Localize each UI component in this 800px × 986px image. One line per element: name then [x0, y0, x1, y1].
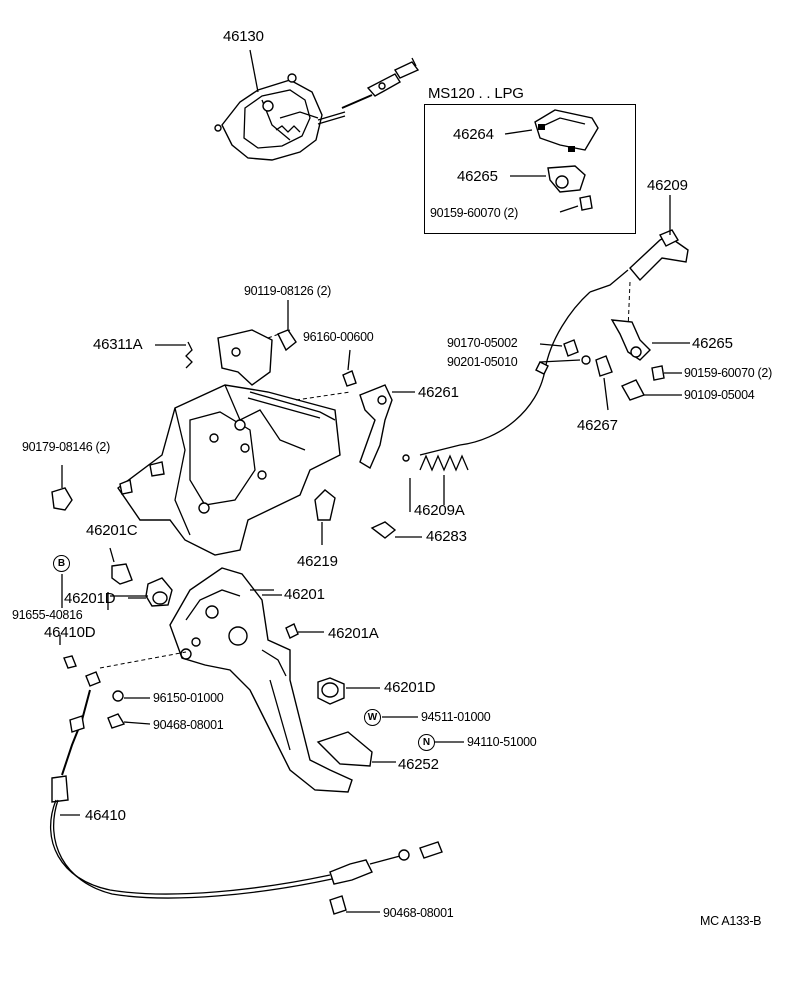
part-label-46219[interactable]: 46219	[297, 553, 338, 570]
part-46130-drawing	[214, 49, 420, 161]
part-label-90119-08126[interactable]: 90119-08126 (2)	[244, 284, 332, 298]
part-label-90109-05004[interactable]: 90109-05004	[684, 388, 755, 402]
part-label-91655-40816[interactable]: 91655-40816	[12, 608, 83, 622]
part-label-90170-05002[interactable]: 90170-05002	[447, 336, 518, 350]
part-label-94110-51000[interactable]: 94110-51000	[467, 735, 537, 749]
part-label-46265-right[interactable]: 46265	[692, 335, 733, 352]
part-label-46201[interactable]: 46201	[284, 586, 325, 603]
marker-N-icon: N	[418, 734, 435, 751]
bracket-hardware-drawing	[51, 300, 422, 545]
part-label-46265-inset[interactable]: 46265	[457, 168, 498, 185]
part-label-46311A[interactable]: 46311A	[93, 336, 143, 353]
leader-lines	[61, 344, 411, 610]
part-label-90468-08001-lower[interactable]: 90468-08001	[383, 906, 454, 920]
bushings-drawing	[109, 547, 173, 607]
part-label-90159-60070-inset[interactable]: 90159-60070 (2)	[430, 206, 518, 220]
part-label-46283[interactable]: 46283	[426, 528, 467, 545]
pedal-bracket-drawing	[117, 329, 351, 556]
part-label-46209A[interactable]: 46209A	[414, 502, 465, 519]
part-label-96160-00600[interactable]: 96160-00600	[303, 330, 374, 344]
part-46209-drawing	[402, 195, 689, 462]
part-label-46261[interactable]: 46261	[418, 384, 459, 401]
part-46209A-drawing	[419, 454, 469, 505]
part-label-46209[interactable]: 46209	[647, 177, 688, 194]
part-label-46267[interactable]: 46267	[577, 417, 618, 434]
part-label-90179-08146[interactable]: 90179-08146 (2)	[22, 440, 110, 454]
part-46410-cable-drawing	[50, 635, 443, 915]
part-label-46252[interactable]: 46252	[398, 756, 439, 773]
part-label-46201C[interactable]: 46201C	[86, 522, 138, 539]
part-label-90201-05010[interactable]: 90201-05010	[447, 355, 518, 369]
part-label-46201D[interactable]: 46201D	[64, 590, 116, 607]
inset-parts-drawing	[504, 109, 599, 213]
part-label-46264[interactable]: 46264	[453, 126, 494, 143]
part-46201-pedal-drawing	[169, 567, 396, 793]
part-label-46201A[interactable]: 46201A	[328, 625, 379, 642]
part-label-90468-08001-upper[interactable]: 90468-08001	[153, 718, 224, 732]
part-label-90159-60070-right[interactable]: 90159-60070 (2)	[684, 366, 772, 380]
part-label-46130[interactable]: 46130	[223, 28, 264, 45]
part-label-46410D[interactable]: 46410D	[44, 624, 96, 641]
inset-title: MS120 . . LPG	[428, 85, 524, 102]
diagram-code: MC A133-B	[700, 914, 762, 928]
part-label-46201D-lower[interactable]: 46201D	[384, 679, 436, 696]
part-label-94511-01000[interactable]: 94511-01000	[421, 710, 491, 724]
marker-B-icon: B	[53, 555, 70, 572]
marker-W-icon: W	[364, 709, 381, 726]
part-46265-right-drawing	[539, 319, 690, 411]
ms120-lpg-inset-box	[424, 104, 636, 234]
part-label-46410[interactable]: 46410	[85, 807, 126, 824]
part-label-96150-01000[interactable]: 96150-01000	[153, 691, 224, 705]
